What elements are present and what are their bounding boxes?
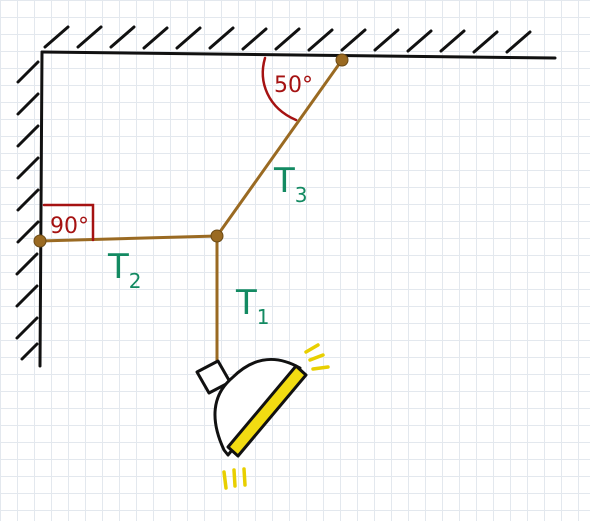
wall-hatching [15, 60, 40, 361]
rope-t2 [38, 234, 219, 243]
ceiling-angle-label: 50° [274, 73, 313, 98]
ceiling-angle-marker: 50° [261, 56, 313, 122]
wall-anchor [33, 234, 47, 248]
light-rays-icon [222, 343, 330, 490]
ceiling [40, 25, 557, 60]
tension-label-t1: T1 [235, 283, 270, 329]
tension-label-t2: T2 [107, 247, 142, 293]
ceiling-anchor [335, 53, 349, 67]
junction-knot [210, 229, 224, 243]
spotlight-icon [195, 343, 330, 490]
left-wall [15, 50, 44, 368]
rope-t3 [215, 58, 344, 238]
ceiling-hatching [43, 25, 532, 54]
lamp-housing [213, 357, 302, 457]
tension-label-t3: T3 [273, 161, 308, 207]
lamp-lens [226, 364, 308, 458]
wall-angle-label: 90° [50, 214, 89, 239]
wall-angle-marker: 90° [42, 203, 95, 242]
